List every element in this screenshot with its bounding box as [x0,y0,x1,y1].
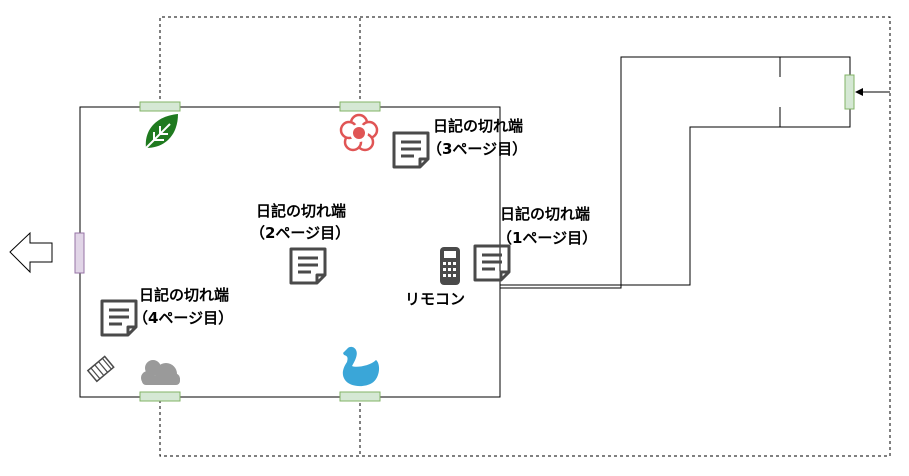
door-top-right[interactable] [339,101,381,112]
door-bottom-right[interactable] [339,391,381,402]
document-icon-page-1[interactable] [473,244,511,282]
door-top-left[interactable] [139,101,181,112]
left-arrow-icon[interactable] [9,231,53,274]
document-icon-page-3[interactable] [392,131,430,169]
note-2-title: 日記の切れ端 [256,202,346,220]
door-east-entry[interactable] [844,74,855,110]
remote-control-icon[interactable] [440,247,460,285]
cloud-icon[interactable] [141,360,180,385]
note-1-title: 日記の切れ端 [500,205,590,223]
note-1-page: （1ページ目） [497,229,597,247]
note-2-page: （2ページ目） [250,224,350,242]
document-icon-page-4[interactable] [100,299,138,337]
remote-label: リモコン [405,290,465,308]
spotlight-icon[interactable] [86,355,115,383]
note-3-page: （3ページ目） [427,140,527,158]
document-icon-page-2[interactable] [289,247,327,285]
dashed-corridors [159,16,891,457]
flower-icon[interactable] [339,113,379,152]
note-4-title: 日記の切れ端 [139,286,229,304]
entry-arrow [855,88,890,96]
note-4-page: （4ページ目） [133,309,233,327]
leaf-icon[interactable] [145,114,178,149]
east-corridor [499,56,851,300]
door-exit-west[interactable] [74,232,85,274]
duck-icon[interactable] [342,346,380,387]
note-3-title: 日記の切れ端 [433,117,523,135]
door-bottom-left[interactable] [139,391,181,402]
